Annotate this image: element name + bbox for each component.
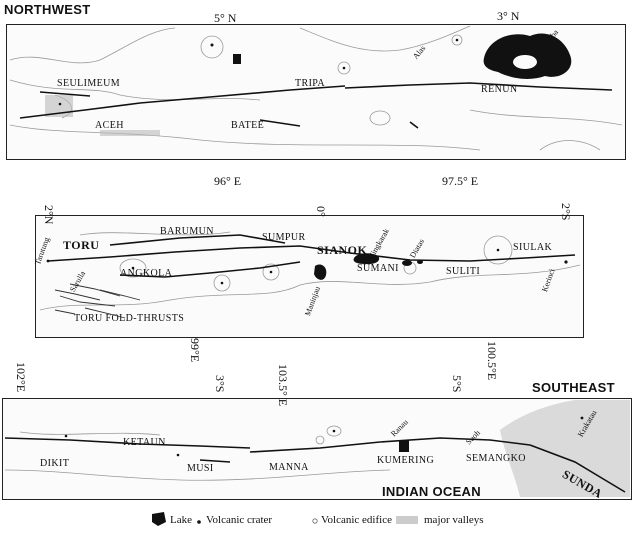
segment-sumani: SUMANI xyxy=(357,263,399,274)
legend-valleys-label: major valleys xyxy=(424,514,484,526)
panel2-fault-line xyxy=(47,234,576,278)
coord-2n: 2°N xyxy=(42,205,56,225)
segment-toru: TORU xyxy=(63,238,100,252)
coord-102e: 102°E xyxy=(14,362,28,393)
legend-lake-symbol xyxy=(152,512,166,526)
panel-central-map xyxy=(35,215,584,338)
panel3-terrain xyxy=(4,425,391,481)
ocean-label: INDIAN OCEAN xyxy=(382,484,481,499)
segment-seulimeum: SEULIMEUM xyxy=(57,78,121,89)
segment-sianok: SIANOK xyxy=(317,243,368,257)
segment-tripa: TRIPA xyxy=(295,78,325,89)
segment-suliti: SULITI xyxy=(446,266,481,277)
panel2-lakes xyxy=(314,253,423,280)
coord-103-5e: 103.5° E xyxy=(276,364,290,407)
segment-ketaun: KETAUN xyxy=(123,437,166,448)
panel3-valleys xyxy=(500,400,630,497)
segment-dikit: DIKIT xyxy=(40,458,70,469)
southeast-heading: SOUTHEAST xyxy=(532,380,615,395)
panel1-terrain xyxy=(9,25,623,151)
segment-angkola: ANGKOLA xyxy=(120,268,173,279)
coord-5s: 5°S xyxy=(450,375,464,393)
coord-3s: 3°S xyxy=(213,375,227,393)
segment-aceh: ACEH xyxy=(95,120,124,131)
segment-manna: MANNA xyxy=(269,462,309,473)
segment-siulak: SIULAK xyxy=(513,242,553,253)
coord-2s: 2°S xyxy=(559,203,573,221)
panel2-craters xyxy=(46,248,568,285)
coord-100-5e: 100.5°E xyxy=(485,341,499,381)
segment-musi: MUSI xyxy=(187,463,214,474)
legend-crater-symbol xyxy=(197,520,201,524)
panel2-terrain xyxy=(39,231,581,311)
panel1-craters xyxy=(58,38,459,106)
segment-sumpur: SUMPUR xyxy=(262,232,306,243)
northwest-heading: NORTHWEST xyxy=(4,2,91,17)
segment-toru-fold-thrusts: TORU FOLD-THRUSTS xyxy=(74,313,185,324)
panel2-fold-thrusts xyxy=(54,283,141,319)
panel3-fault-line xyxy=(4,437,626,493)
legend-edifice-label: Volcanic edifice xyxy=(321,514,392,526)
segment-semangko: SEMANGKO xyxy=(466,453,526,464)
coord-0: 0° xyxy=(314,206,328,217)
coord-5n: 5° N xyxy=(214,11,237,25)
coord-96e: 96° E xyxy=(214,174,242,188)
coord-99e: 99°E xyxy=(188,338,202,363)
legend-edifice-symbol xyxy=(312,518,318,524)
segment-kumering: KUMERING xyxy=(377,455,435,466)
coord-97-5e: 97.5° E xyxy=(442,174,479,188)
panel1-fault-line xyxy=(19,82,613,129)
legend-crater-label: Volcanic crater xyxy=(206,514,273,526)
coord-3n: 3° N xyxy=(497,9,520,23)
panel1-valleys xyxy=(45,95,160,136)
panel3-craters xyxy=(64,416,584,457)
legend-lake-label: Lake xyxy=(170,514,192,526)
legend-symbols xyxy=(152,512,418,526)
panel3-lakes xyxy=(399,440,409,452)
legend-valleys-symbol xyxy=(396,516,418,524)
segment-batee: BATEE xyxy=(231,120,265,131)
segment-barumun: BARUMUN xyxy=(160,226,214,237)
segment-renun: RENUN xyxy=(481,84,518,95)
